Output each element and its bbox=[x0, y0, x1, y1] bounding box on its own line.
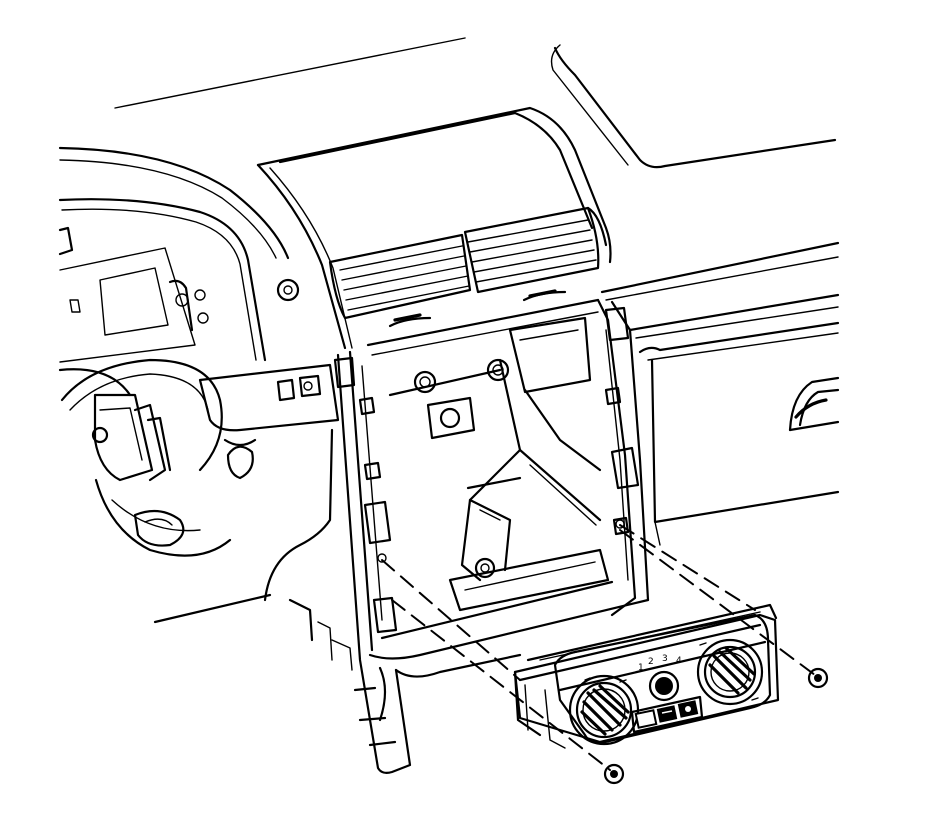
center-bezel-frame bbox=[256, 106, 650, 774]
mounting-screw-bottom bbox=[603, 763, 625, 785]
hvac-control-module: 1 2 3 4 bbox=[513, 603, 780, 749]
mounting-boss-right bbox=[486, 358, 510, 382]
recirculation-button[interactable] bbox=[656, 705, 678, 723]
mounting-boss-left bbox=[413, 370, 437, 394]
right-control-knob[interactable] bbox=[696, 638, 764, 706]
dashboard-right-panel bbox=[600, 241, 840, 546]
dashboard-top-outline bbox=[114, 37, 837, 169]
ac-button[interactable] bbox=[634, 709, 658, 729]
dial-mark-3: 3 bbox=[662, 654, 668, 664]
dial-mark-1: 1 bbox=[638, 663, 644, 673]
mounting-screw-left bbox=[377, 519, 625, 563]
fan-speed-knob[interactable]: 1 2 3 4 bbox=[638, 654, 682, 702]
center-air-vents bbox=[328, 206, 608, 328]
instrument-cluster-area bbox=[58, 146, 340, 624]
alignment-lines bbox=[381, 524, 816, 771]
rear-defrost-button[interactable] bbox=[677, 700, 699, 718]
hvac-buttons bbox=[630, 695, 704, 734]
dial-mark-2: 2 bbox=[648, 657, 654, 667]
dial-mark-4: 4 bbox=[676, 656, 682, 666]
right-air-vent bbox=[463, 206, 608, 302]
left-control-knob[interactable] bbox=[568, 674, 640, 746]
mounting-screw-right bbox=[807, 667, 829, 689]
left-air-vent bbox=[328, 233, 472, 328]
